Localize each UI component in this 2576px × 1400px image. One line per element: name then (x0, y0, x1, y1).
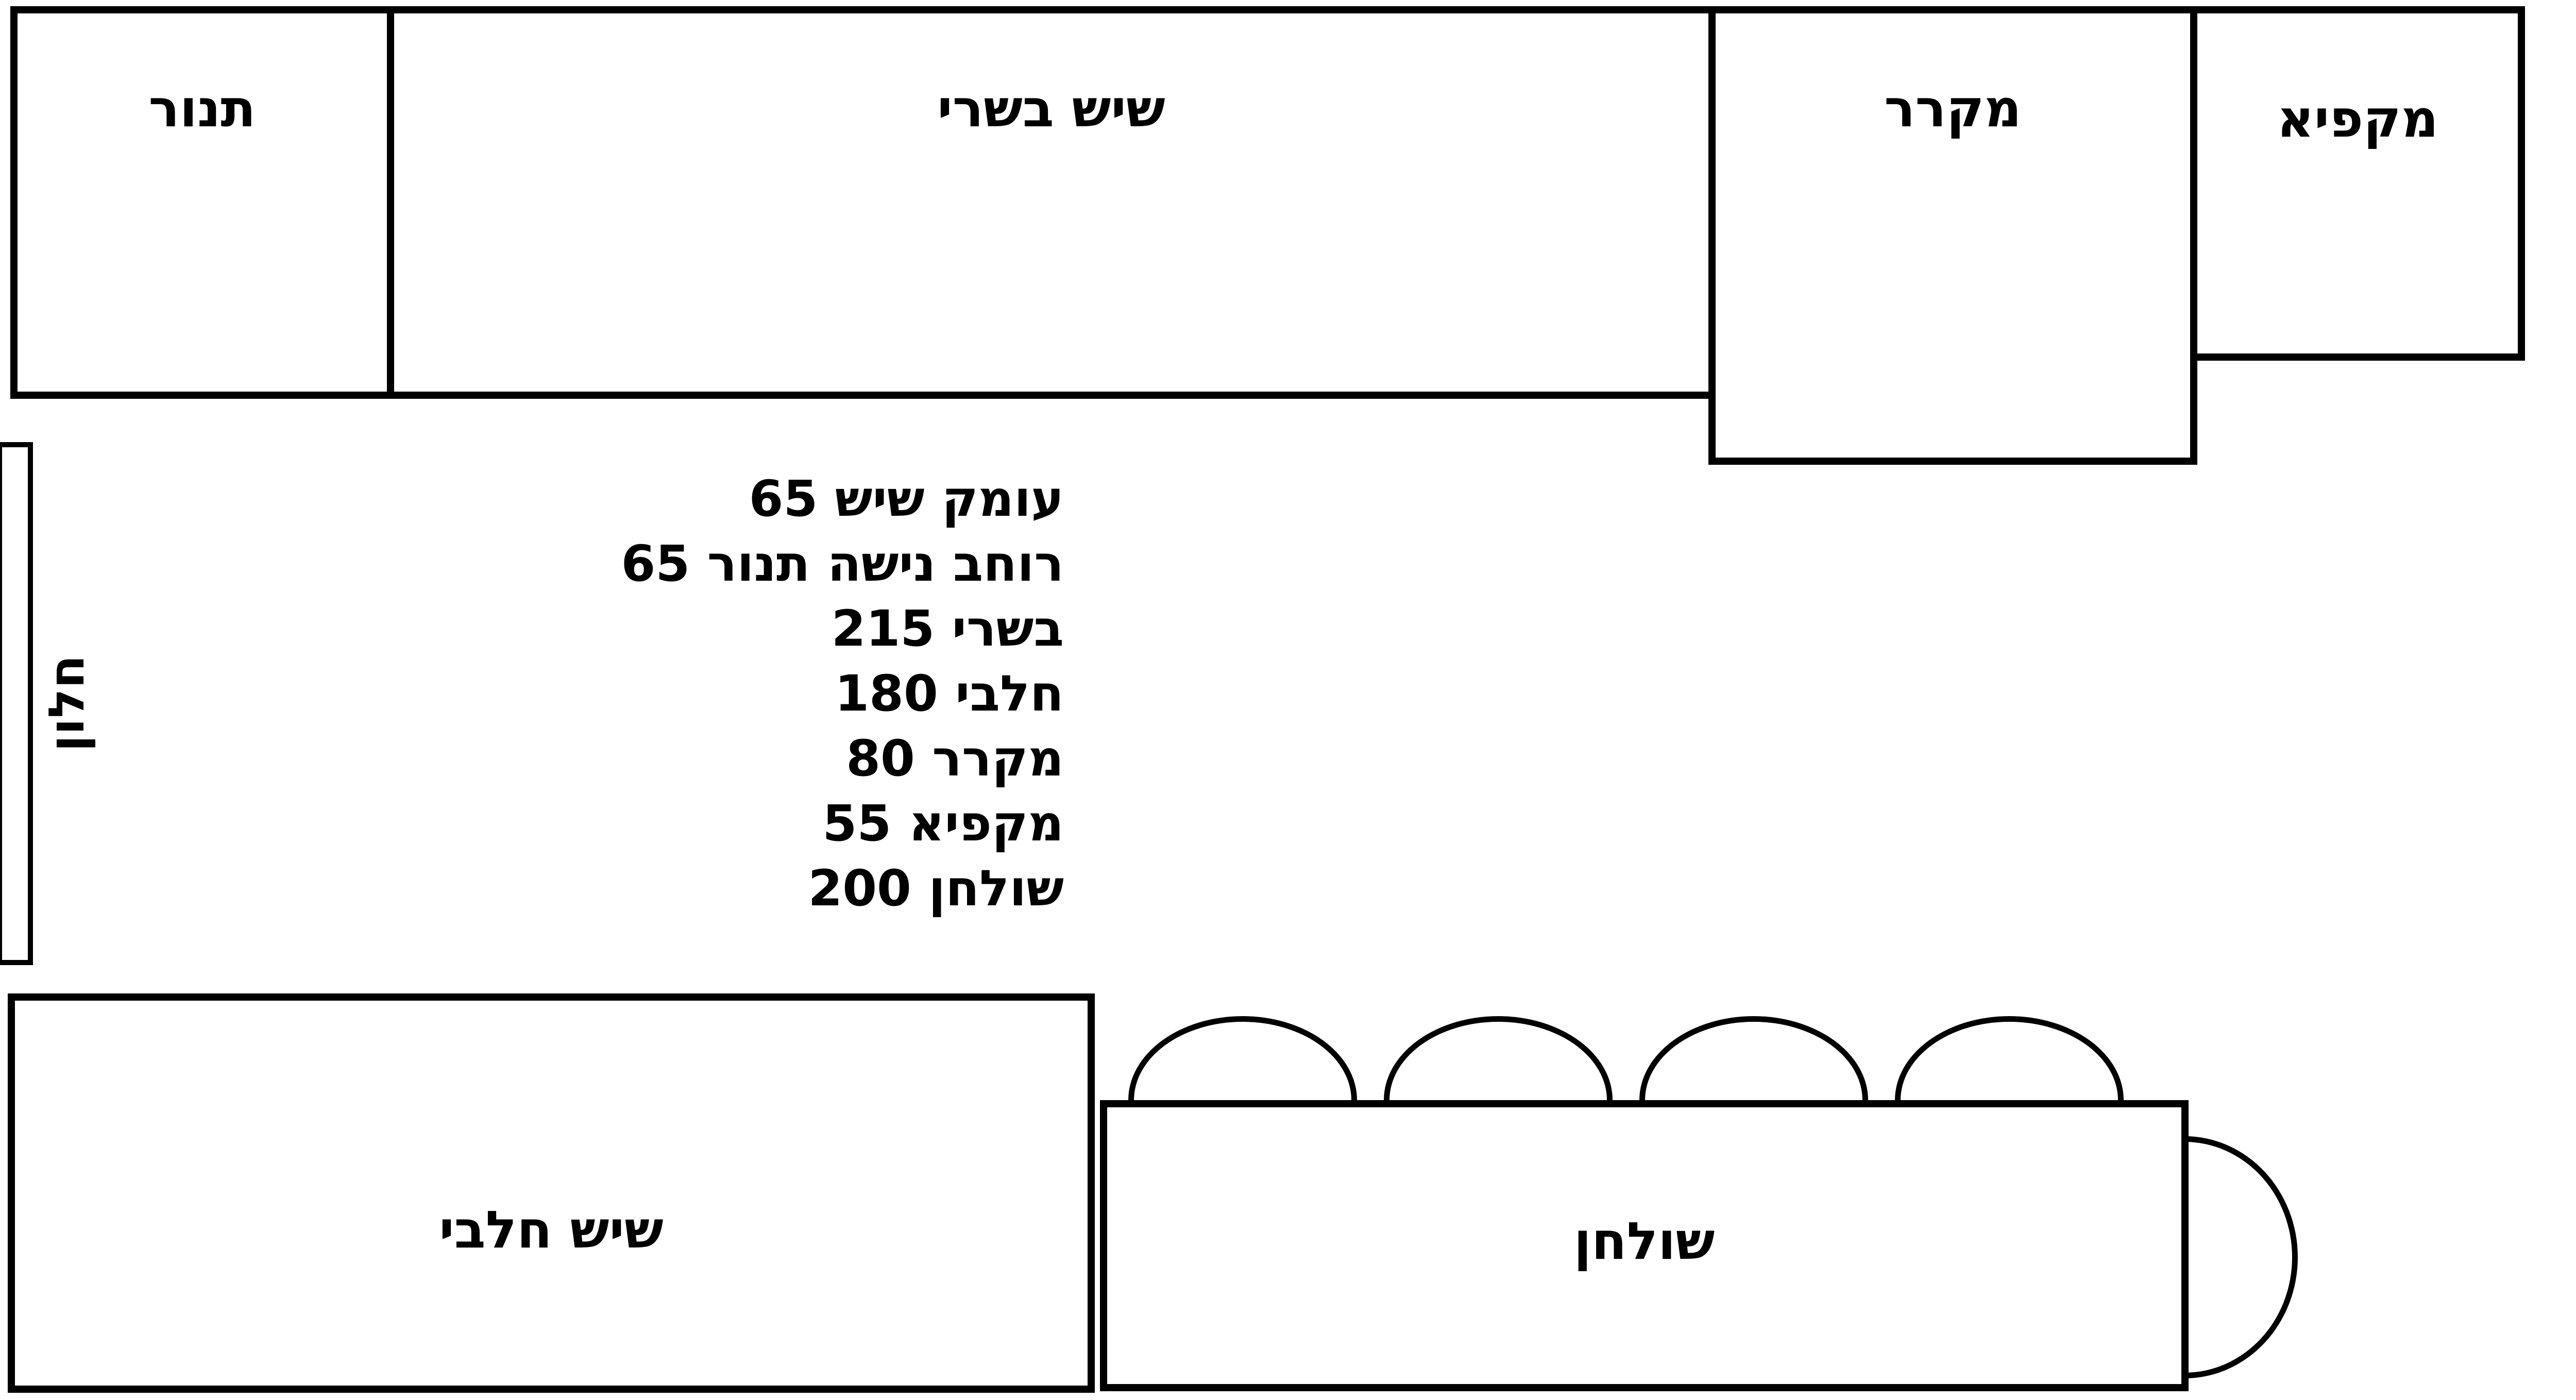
oven-label: תנור (148, 78, 256, 139)
chair-arc-right (2184, 1136, 2298, 1378)
table-box: שולחן (1100, 1100, 2189, 1391)
chair-arc (1639, 1016, 1868, 1100)
chair-arc (1384, 1016, 1613, 1100)
measurement-line: עומק שיש 65 (749, 470, 1064, 528)
measurement-line: רוחב נישה תנור 65 (621, 535, 1064, 593)
fridge-label: מקרר (1884, 78, 2022, 139)
freezer-label: מקפיא (2276, 89, 2438, 149)
chair-arc (1128, 1016, 1357, 1100)
measurement-line: שולחן 200 (808, 859, 1064, 917)
measurement-line: בשרי 215 (831, 600, 1064, 657)
measurement-line: חלבי 180 (835, 665, 1064, 722)
meat-counter-box: שיש בשרי (394, 6, 1708, 399)
measurements-list: עומק שיש 65 רוחב נישה תנור 65 בשרי 215 ח… (600, 466, 1064, 921)
oven-box: תנור (10, 6, 394, 399)
freezer-box: מקפיא (2197, 6, 2525, 361)
meat-counter-label: שיש בשרי (937, 78, 1165, 139)
table-label: שולחן (1573, 1211, 1715, 1271)
dairy-counter-label: שיש חלבי (439, 1200, 664, 1260)
measurement-line: מקרר 80 (846, 730, 1064, 787)
chair-arc (1895, 1016, 2124, 1100)
window-box (0, 442, 33, 965)
window-label: חלון (39, 655, 95, 752)
measurement-line: מקפיא 55 (822, 795, 1064, 852)
fridge-box: מקרר (1708, 6, 2197, 465)
dairy-counter-box: שיש חלבי (8, 993, 1095, 1393)
